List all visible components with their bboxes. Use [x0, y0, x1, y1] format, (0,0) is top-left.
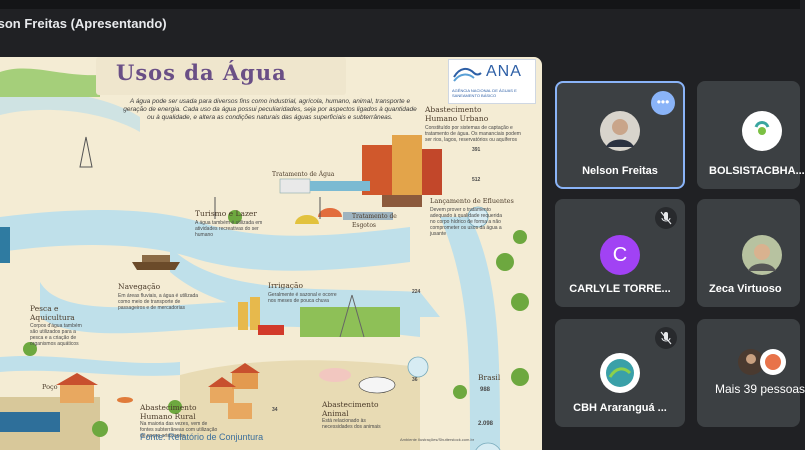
label-rural: Abastecimento Humano Rural [140, 403, 197, 421]
label-urbano: Abastecimento Humano Urbano [425, 105, 489, 123]
avatar [600, 353, 640, 393]
desc-animal: Está relacionado às necessidades dos ani… [322, 418, 381, 430]
label-animal: Abastecimento Animal [322, 400, 379, 418]
label-brasil: Brasil [478, 373, 501, 382]
label-tratamento-agua: Tratamento de Água [272, 171, 335, 178]
label-irrigacao: Irrigação [268, 281, 303, 290]
desc-rural: Na maioria das vezes, vem de fontes subt… [140, 421, 218, 439]
label-efluentes: Lançamento de Efluentes [430, 197, 514, 205]
desc-pesca: Corpos d'água também são utilizados para… [30, 323, 82, 347]
label-pesca: Pesca e Aquicultura [30, 304, 75, 322]
avatar-stack [738, 349, 786, 375]
image-credit: Ambiente Ilustrações/Shutterstock.com.br [400, 437, 475, 442]
participant-name: CARLYLE TORRE... [569, 283, 671, 295]
value-urbano: 391 [472, 147, 481, 153]
participant-name: CBH Araranguá ... [573, 402, 667, 414]
participant-name: Mais 39 pessoas [715, 382, 805, 396]
ana-wave-icon [453, 67, 482, 82]
avatar [742, 235, 782, 275]
participant-name: BOLSISTACBHA... [709, 165, 805, 177]
participant-name: Nelson Freitas [582, 165, 658, 177]
mic-off-icon [655, 207, 677, 229]
ana-logo-subtitle: AGÊNCIA NACIONAL DE ÁGUAS E SANEAMENTO B… [452, 88, 517, 98]
ana-logo-text: ANA [486, 63, 522, 80]
desc-navegacao: Em áreas fluviais, a água é utilizada co… [118, 293, 199, 311]
value-rural: 34 [272, 407, 278, 413]
value-irrigacao: 224 [412, 289, 421, 295]
participant-tile-bolsista[interactable]: BOLSISTACBHA... [697, 81, 805, 189]
mic-off-icon [655, 327, 677, 349]
label-tratamento-esgotos: Tratamento de Esgotos [352, 213, 397, 229]
value-brasil: 988 [480, 387, 491, 393]
desc-efluentes: Devem prover o tratamento adequado à qua… [430, 207, 503, 237]
avatar [600, 111, 640, 151]
avatar [742, 111, 782, 151]
value-brasil-2: 2.098 [478, 421, 494, 427]
label-navegacao: Navegação [118, 282, 161, 291]
participant-tile-more[interactable]: Mais 39 pessoas [697, 319, 805, 427]
label-turismo: Turismo e Lazer [195, 209, 257, 218]
source-caption: Fonte: Relatório de Conjuntura [140, 432, 264, 442]
participant-tile-zeca[interactable]: Zeca Virtuoso [697, 199, 800, 307]
participant-tile-nelson[interactable]: ••• Nelson Freitas [555, 81, 685, 189]
ana-logo [448, 59, 536, 104]
top-bar [0, 0, 800, 9]
participant-tile-cbh[interactable]: CBH Araranguá ... [555, 319, 685, 427]
value-animal: 36 [412, 377, 418, 383]
value-urbano-2: 512 [472, 177, 481, 183]
more-options-icon[interactable]: ••• [651, 91, 675, 115]
presenting-title: lson Freitas (Apresentando) [0, 16, 167, 31]
participant-name: Zeca Virtuoso [709, 283, 782, 295]
participant-tile-carlyle[interactable]: C CARLYLE TORRE... [555, 199, 685, 307]
desc-urbano: Constituído por sistemas de captação e t… [425, 125, 521, 143]
intro-text: A água pode ser usada para diversos fins… [123, 98, 417, 121]
desc-irrigacao: Geralmente é sazonal e ocorre nos meses … [268, 292, 337, 304]
label-poco: Poço [42, 383, 58, 391]
title-banner [96, 57, 346, 95]
water-uses-illustration [0, 68, 529, 450]
shared-screen: Usos da Água ANA AGÊNCIA NACIONAL DE ÁGU… [0, 57, 542, 450]
desc-turismo: A água também é utilizada em atividades … [195, 220, 263, 238]
avatar: C [600, 235, 640, 275]
slide-title: Usos da Água [116, 60, 287, 85]
